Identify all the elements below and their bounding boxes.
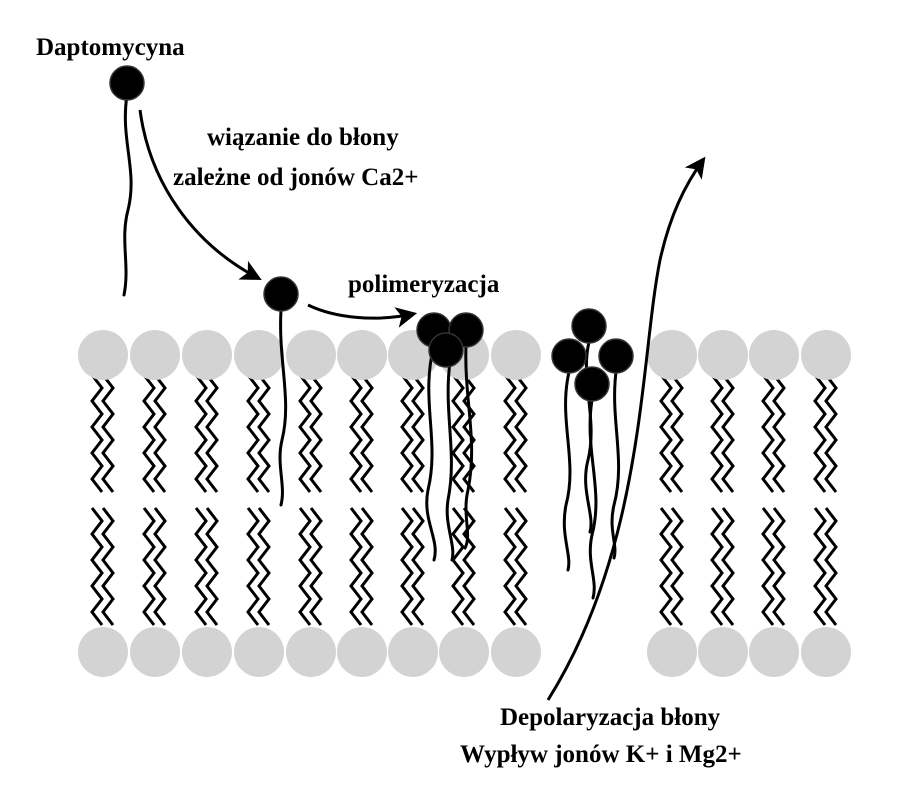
- binding-arrow: [138, 109, 262, 280]
- free-molecule-tail: [122, 93, 133, 297]
- lipid-head-bottom: [234, 627, 284, 677]
- oligomer-tail-1: [425, 343, 437, 562]
- phospholipid: [286, 330, 336, 677]
- lipid-head-bottom: [439, 627, 489, 677]
- daptomycin-molecules: [109, 65, 634, 600]
- polymerization-arrow: [307, 303, 418, 328]
- lipid-head-top: [801, 330, 851, 380]
- lipid-head-bottom: [491, 627, 541, 677]
- lipid-head-bottom: [388, 627, 438, 677]
- binding-label-line1: wiązanie do błony: [207, 124, 399, 151]
- phospholipid: [388, 330, 438, 677]
- bound-molecule-tail: [278, 308, 288, 507]
- phospholipid: [337, 330, 387, 677]
- free-molecule-head: [109, 65, 145, 101]
- lipid-head-top: [698, 330, 748, 380]
- effect-label-line1: Depolaryzacja błony: [500, 704, 721, 731]
- phospholipid: [78, 330, 128, 677]
- phospholipid: [182, 330, 232, 677]
- lipid-bilayer: [78, 330, 851, 677]
- effect-label-line2: Wypływ jonów K+ i Mg2+: [460, 741, 742, 768]
- pore-tail-4: [588, 398, 598, 600]
- daptomycin-label: Daptomycyna: [36, 34, 185, 61]
- oligomer-tail-2: [445, 353, 455, 562]
- lipid-head-bottom: [337, 627, 387, 677]
- lipid-head-bottom: [801, 627, 851, 677]
- lipid-head-bottom: [647, 627, 697, 677]
- lipid-head-top: [286, 330, 336, 380]
- lipid-head-top: [182, 330, 232, 380]
- binding-label-line2: zależne od jonów Ca2+: [173, 164, 418, 191]
- lipid-head-top: [234, 330, 284, 380]
- pore-head-3: [598, 338, 634, 374]
- ion-efflux-arrow: [546, 156, 706, 701]
- lipid-head-top: [130, 330, 180, 380]
- lipid-head-top: [647, 330, 697, 380]
- lipid-head-bottom: [286, 627, 336, 677]
- lipid-head-top: [78, 330, 128, 380]
- phospholipid: [234, 330, 284, 677]
- phospholipid: [749, 330, 799, 677]
- pore-head-2: [551, 338, 587, 374]
- lipid-head-bottom: [182, 627, 232, 677]
- phospholipid: [491, 330, 541, 677]
- lipid-head-top: [337, 330, 387, 380]
- phospholipid: [647, 330, 697, 677]
- polymerization-label: polimeryzacja: [348, 271, 500, 298]
- lipid-head-bottom: [130, 627, 180, 677]
- pore-head-4: [574, 366, 610, 402]
- pore-tail-1: [562, 370, 572, 572]
- pore-head-1: [571, 308, 607, 344]
- oligomer-tail-3: [463, 343, 474, 550]
- lipid-head-bottom: [78, 627, 128, 677]
- oligomer-head-3: [428, 332, 464, 368]
- phospholipid: [698, 330, 748, 677]
- bound-molecule-head: [263, 276, 299, 312]
- lipid-head-top: [491, 330, 541, 380]
- phospholipid: [801, 330, 851, 677]
- lipid-head-bottom: [698, 627, 748, 677]
- phospholipid: [130, 330, 180, 677]
- lipid-head-top: [749, 330, 799, 380]
- lipid-head-bottom: [749, 627, 799, 677]
